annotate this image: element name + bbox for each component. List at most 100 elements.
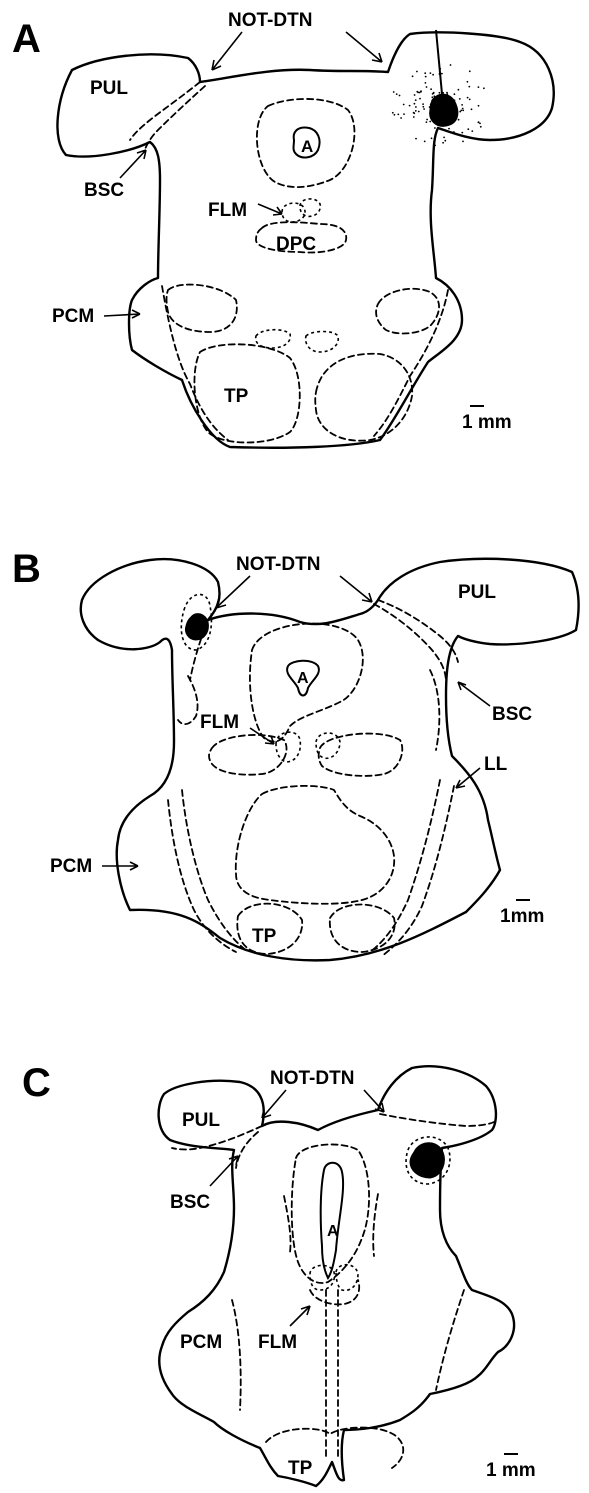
label-not-dtn: NOT-DTN — [236, 554, 320, 575]
pontine-boundary-right — [370, 780, 440, 952]
pul-boundary — [130, 82, 200, 140]
arrow-not-dtn-left — [212, 32, 242, 70]
label-dpc: DPC — [276, 234, 316, 255]
small-nucleus-left — [256, 330, 291, 348]
stipple-dot — [444, 140, 446, 142]
label-pul: PUL — [90, 78, 128, 99]
stipple-dot — [415, 106, 417, 108]
stipple-dot — [478, 121, 480, 123]
panel-a: A NOT-DTN PUL BSC A FLM DPC PCM TP 1 mm — [0, 0, 589, 490]
stipple-dot — [467, 97, 469, 99]
panel-c-drawing: C NOT-DTN PUL BSC A PCM FLM TP 1 mm — [0, 990, 589, 1493]
label-pcm: PCM — [52, 306, 94, 327]
stipple-dot — [396, 93, 398, 95]
arrow-flm — [290, 1306, 310, 1326]
label-aqueduct: A — [327, 1223, 339, 1240]
bsc-tract — [144, 86, 205, 152]
stipple-dot — [454, 99, 456, 101]
arrow-not-dtn-left — [216, 576, 250, 608]
stipple-dot — [462, 108, 464, 110]
stipple-dot — [452, 113, 454, 115]
left-lateral-region — [178, 676, 198, 724]
stipple-dot — [419, 98, 421, 100]
stipple-dot — [462, 110, 464, 112]
stipple-dot — [424, 72, 426, 74]
label-pcm: PCM — [180, 1332, 222, 1353]
arrow-pcm — [102, 862, 138, 870]
stipple-dot — [431, 137, 433, 139]
label-pcm: PCM — [50, 856, 92, 877]
stipple-dot — [450, 114, 452, 116]
pontine-boundary-left-2 — [168, 800, 236, 952]
stipple-dot — [469, 99, 471, 101]
stipple-dot — [471, 130, 473, 132]
panel-letter: B — [12, 547, 41, 591]
stipple-dot — [430, 109, 432, 111]
stipple-dot — [444, 124, 446, 126]
stipple-dot — [399, 95, 401, 97]
stipple-dot — [426, 121, 428, 123]
label-flm: FLM — [208, 200, 247, 221]
pontine-boundary-right — [374, 290, 448, 436]
label-tp: TP — [252, 926, 277, 947]
stipple-dot — [458, 89, 460, 91]
pcm-boundary-left — [232, 1300, 241, 1410]
stipple-dot — [409, 105, 411, 107]
tp-region-right — [330, 905, 395, 953]
stipple-dot — [447, 119, 449, 121]
panel-letter: C — [22, 1061, 51, 1105]
stipple-dot — [431, 96, 433, 98]
arrow-not-dtn-left — [262, 1090, 286, 1118]
stipple-dot — [433, 95, 435, 97]
stipple-dot — [418, 111, 420, 113]
pontine-boundary-left — [162, 286, 228, 440]
label-flm: FLM — [258, 1332, 297, 1353]
stipple-dot — [442, 92, 444, 94]
stipple-dot — [448, 108, 450, 110]
panel-c: C NOT-DTN PUL BSC A PCM FLM TP 1 mm — [0, 990, 589, 1493]
stipple-dot — [420, 91, 422, 93]
stipple-dot — [426, 119, 428, 121]
stipple-dot — [467, 81, 469, 83]
stipple-dot — [430, 72, 432, 74]
scale-label: 1mm — [500, 906, 544, 927]
stipple-dot — [468, 86, 470, 88]
stipple-dot — [441, 73, 443, 75]
stipple-dot — [393, 91, 395, 93]
stipple-dot — [434, 145, 436, 147]
stipple-dot — [442, 120, 444, 122]
lesion-site — [410, 1143, 444, 1178]
stipple-dot — [415, 138, 417, 140]
stipple-dot — [442, 142, 444, 144]
stipple-dot — [461, 104, 463, 106]
label-flm: FLM — [200, 712, 239, 733]
stipple-dot — [432, 74, 434, 76]
label-aqueduct: A — [301, 137, 313, 156]
stipple-dot — [425, 82, 427, 84]
stipple-dot — [429, 121, 431, 123]
ll-tract — [430, 670, 439, 750]
label-pul: PUL — [458, 582, 496, 603]
stipple-dot — [438, 118, 440, 120]
stipple-dot — [462, 141, 464, 143]
electrode-track — [436, 30, 442, 94]
scale-label: 1 mm — [462, 412, 512, 433]
arrow-flm — [258, 204, 282, 215]
stipple-dot — [469, 70, 471, 72]
stipple-dot — [434, 137, 436, 139]
arrow-not-dtn-right — [346, 32, 382, 62]
stipple-dot — [415, 110, 417, 112]
right-lateral — [373, 1194, 378, 1256]
label-pul: PUL — [182, 1110, 220, 1131]
stipple-dot — [392, 112, 394, 114]
arrow-pcm — [104, 310, 140, 318]
stipple-dot — [453, 131, 455, 133]
ventral-boundary — [236, 786, 394, 904]
pul-boundary-right — [378, 600, 458, 662]
label-not-dtn: NOT-DTN — [270, 1068, 354, 1089]
stipple-dot — [424, 141, 426, 143]
pul-boundary-right — [380, 1114, 494, 1126]
panel-a-drawing: A NOT-DTN PUL BSC A FLM DPC PCM TP 1 mm — [0, 0, 589, 490]
stipple-dot — [459, 98, 461, 100]
stipple-dot — [416, 91, 418, 93]
